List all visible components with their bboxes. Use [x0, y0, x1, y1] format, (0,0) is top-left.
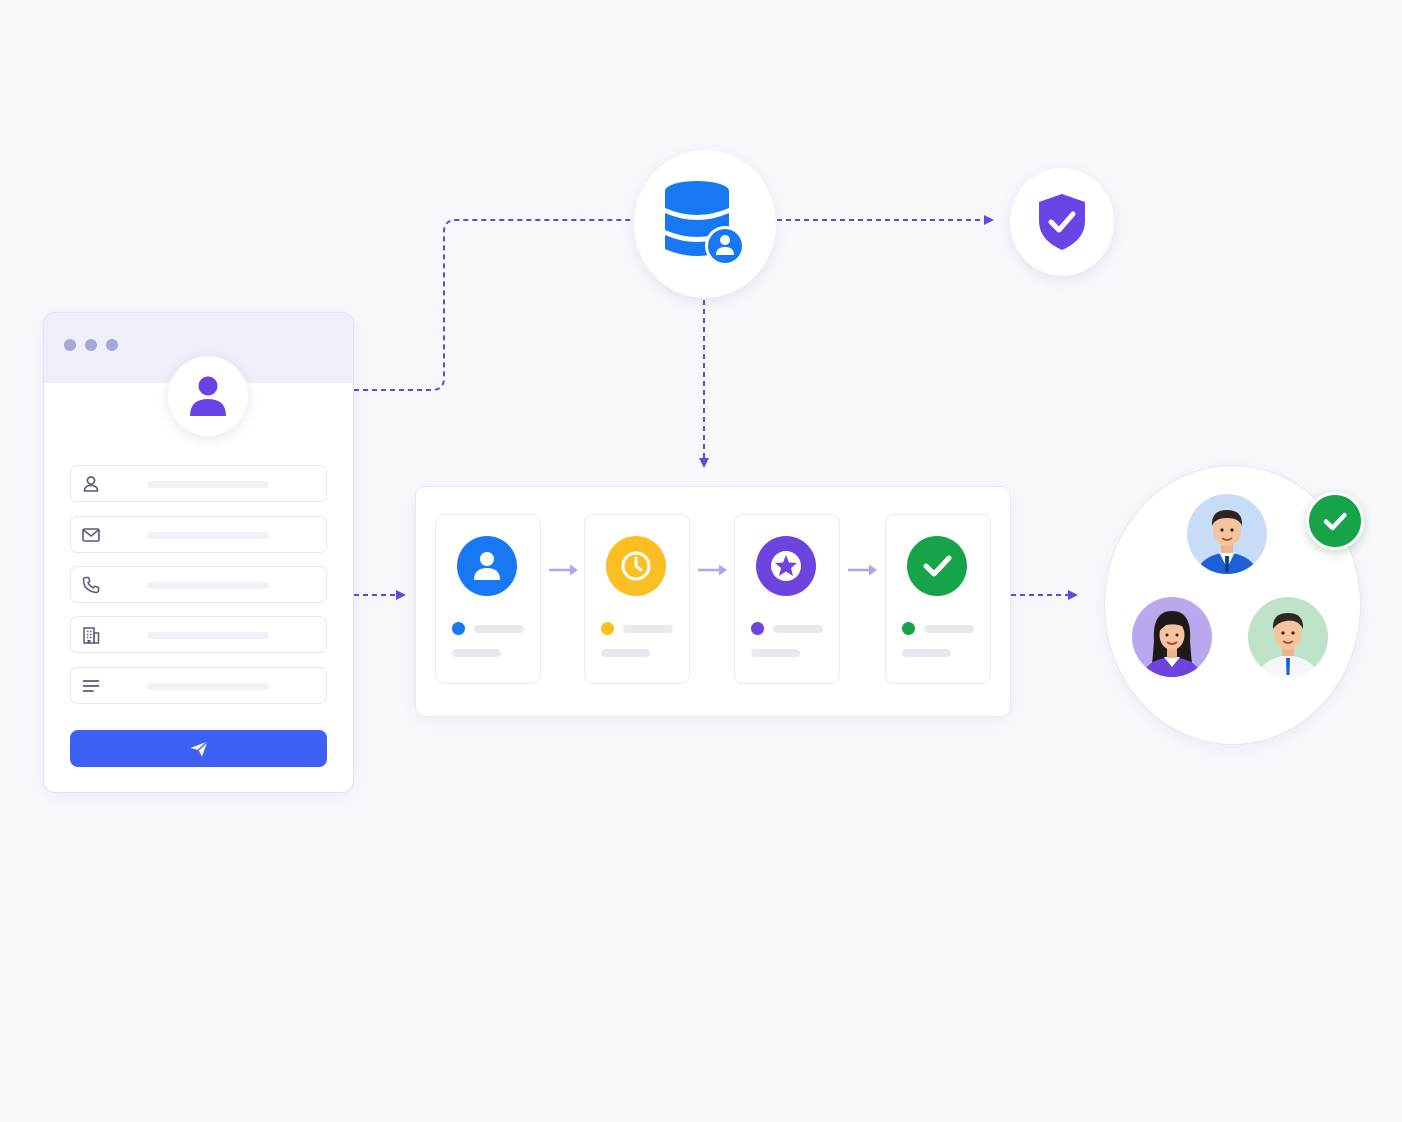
field-placeholder: [147, 632, 269, 639]
arrow-right-icon: [698, 564, 727, 576]
stage-approved[interactable]: [885, 514, 991, 684]
text-placeholder: [924, 625, 974, 633]
send-icon: [190, 740, 208, 756]
field-placeholder: [147, 582, 269, 589]
check-icon: [1323, 512, 1347, 531]
arrow-right-icon: [848, 564, 877, 576]
form-avatar: [168, 356, 248, 436]
mail-icon: [82, 528, 100, 542]
status-dot: [601, 622, 614, 635]
text-placeholder: [623, 625, 673, 633]
status-dot: [902, 622, 915, 635]
database-user-icon: [665, 181, 745, 266]
text-placeholder: [751, 649, 800, 657]
security-node[interactable]: [1010, 168, 1114, 276]
form-to-database-line: [354, 219, 633, 391]
email-field[interactable]: [70, 516, 327, 553]
status-dot: [751, 622, 764, 635]
clock-icon: [606, 536, 666, 596]
submit-button[interactable]: [70, 730, 327, 767]
team-member-avatar[interactable]: [1187, 494, 1267, 574]
database-node[interactable]: [634, 150, 776, 298]
lines-icon: [82, 680, 100, 692]
window-dot[interactable]: [106, 339, 118, 351]
status-dot: [452, 622, 465, 635]
message-field[interactable]: [70, 667, 327, 704]
user-icon: [190, 376, 226, 416]
field-placeholder: [147, 532, 269, 539]
field-placeholder: [147, 481, 269, 488]
field-placeholder: [147, 683, 269, 690]
text-placeholder: [902, 649, 951, 657]
phone-field[interactable]: [70, 566, 327, 603]
text-placeholder: [474, 625, 524, 633]
stage-review[interactable]: [734, 514, 840, 684]
pipeline-panel: [415, 486, 1011, 717]
user-icon: [83, 476, 99, 492]
team-member-avatar[interactable]: [1132, 597, 1212, 677]
window-dot[interactable]: [64, 339, 76, 351]
window-dot[interactable]: [85, 339, 97, 351]
name-field[interactable]: [70, 465, 327, 502]
arrow-right-icon: [549, 564, 578, 576]
phone-icon: [82, 576, 100, 594]
text-placeholder: [452, 649, 501, 657]
stage-pending[interactable]: [584, 514, 690, 684]
company-field[interactable]: [70, 616, 327, 653]
building-icon: [83, 627, 100, 644]
shield-check-icon: [1039, 194, 1085, 250]
approved-badge: [1306, 492, 1364, 550]
stage-user[interactable]: [435, 514, 541, 684]
check-icon: [907, 536, 967, 596]
team-member-avatar[interactable]: [1248, 597, 1328, 677]
text-placeholder: [773, 625, 823, 633]
text-placeholder: [601, 649, 650, 657]
user-icon: [457, 536, 517, 596]
star-icon: [756, 536, 816, 596]
